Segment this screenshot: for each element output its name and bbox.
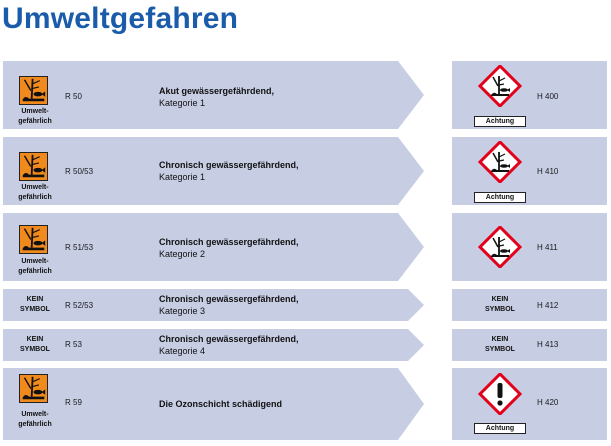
- ghs-panel: [452, 289, 607, 321]
- arrow-panel: [143, 329, 424, 361]
- hazard-row: Umwelt-gefährlich R 51/53 Chronisch gewä…: [0, 213, 611, 281]
- signal-word: Achtung: [474, 192, 526, 203]
- h-code: H 412: [537, 301, 559, 310]
- old-label-panel: [3, 329, 146, 361]
- hazard-row: Umwelt-gefährlich R 50/53 Chronisch gewä…: [0, 137, 611, 205]
- ghs09-environment-icon: [475, 226, 525, 268]
- old-symbol-label: Umwelt-gefährlich: [18, 184, 52, 201]
- h-code: H 400: [537, 92, 559, 101]
- arrow-panel: [143, 61, 424, 129]
- arrow-panel: [143, 368, 424, 440]
- hazard-row: Umwelt-gefährlich R 59 Die Ozonschicht s…: [0, 368, 611, 440]
- old-symbol-label: Umwelt-gefährlich: [18, 258, 52, 275]
- hazard-description: Chronisch gewässergefährdend,Kategorie 4: [159, 334, 299, 356]
- ghs07-exclamation-icon: [475, 373, 525, 415]
- hazard-description: Akut gewässergefährdend,Kategorie 1: [159, 86, 275, 108]
- hazard-description: Die Ozonschicht schädigend: [159, 399, 283, 409]
- h-code: H 420: [537, 398, 559, 407]
- old-symbol-label: Umwelt-gefährlich: [18, 411, 52, 428]
- h-code: H 410: [537, 167, 559, 176]
- r-code: R 51/53: [65, 243, 94, 252]
- signal-word: Achtung: [474, 423, 526, 434]
- ghs09-environment-icon: [475, 65, 525, 107]
- r-code: R 53: [65, 340, 82, 349]
- ghs09-environment-icon: [475, 141, 525, 183]
- environment-hazard-orange-icon: [19, 225, 48, 254]
- h-code: H 411: [537, 243, 558, 252]
- r-code: R 50/53: [65, 167, 94, 176]
- signal-word: Achtung: [474, 116, 526, 127]
- old-label-panel: [3, 289, 146, 321]
- environment-hazard-orange-icon: [19, 374, 48, 403]
- arrow-panel: [143, 137, 424, 205]
- hazard-description: Chronisch gewässergefährdend,Kategorie 3: [159, 294, 299, 316]
- old-symbol-label: Umwelt-gefährlich: [18, 108, 52, 125]
- r-code: R 50: [65, 92, 82, 101]
- environment-hazard-orange-icon: [19, 152, 48, 181]
- hazard-description: Chronisch gewässergefährdend,Kategorie 1: [159, 160, 299, 182]
- r-code: R 52/53: [65, 301, 94, 310]
- arrow-panel: [143, 289, 424, 321]
- hazard-description: Chronisch gewässergefährdend,Kategorie 2: [159, 237, 299, 259]
- ghs-panel: [452, 213, 607, 281]
- r-code: R 59: [65, 398, 82, 407]
- environment-hazard-orange-icon: [19, 76, 48, 105]
- hazard-row: Umwelt-gefährlich R 50 Akut gewässergefä…: [0, 61, 611, 129]
- h-code: H 413: [537, 340, 559, 349]
- ghs-panel: [452, 329, 607, 361]
- page-title: Umweltgefahren: [2, 2, 239, 35]
- arrow-panel: [143, 213, 424, 281]
